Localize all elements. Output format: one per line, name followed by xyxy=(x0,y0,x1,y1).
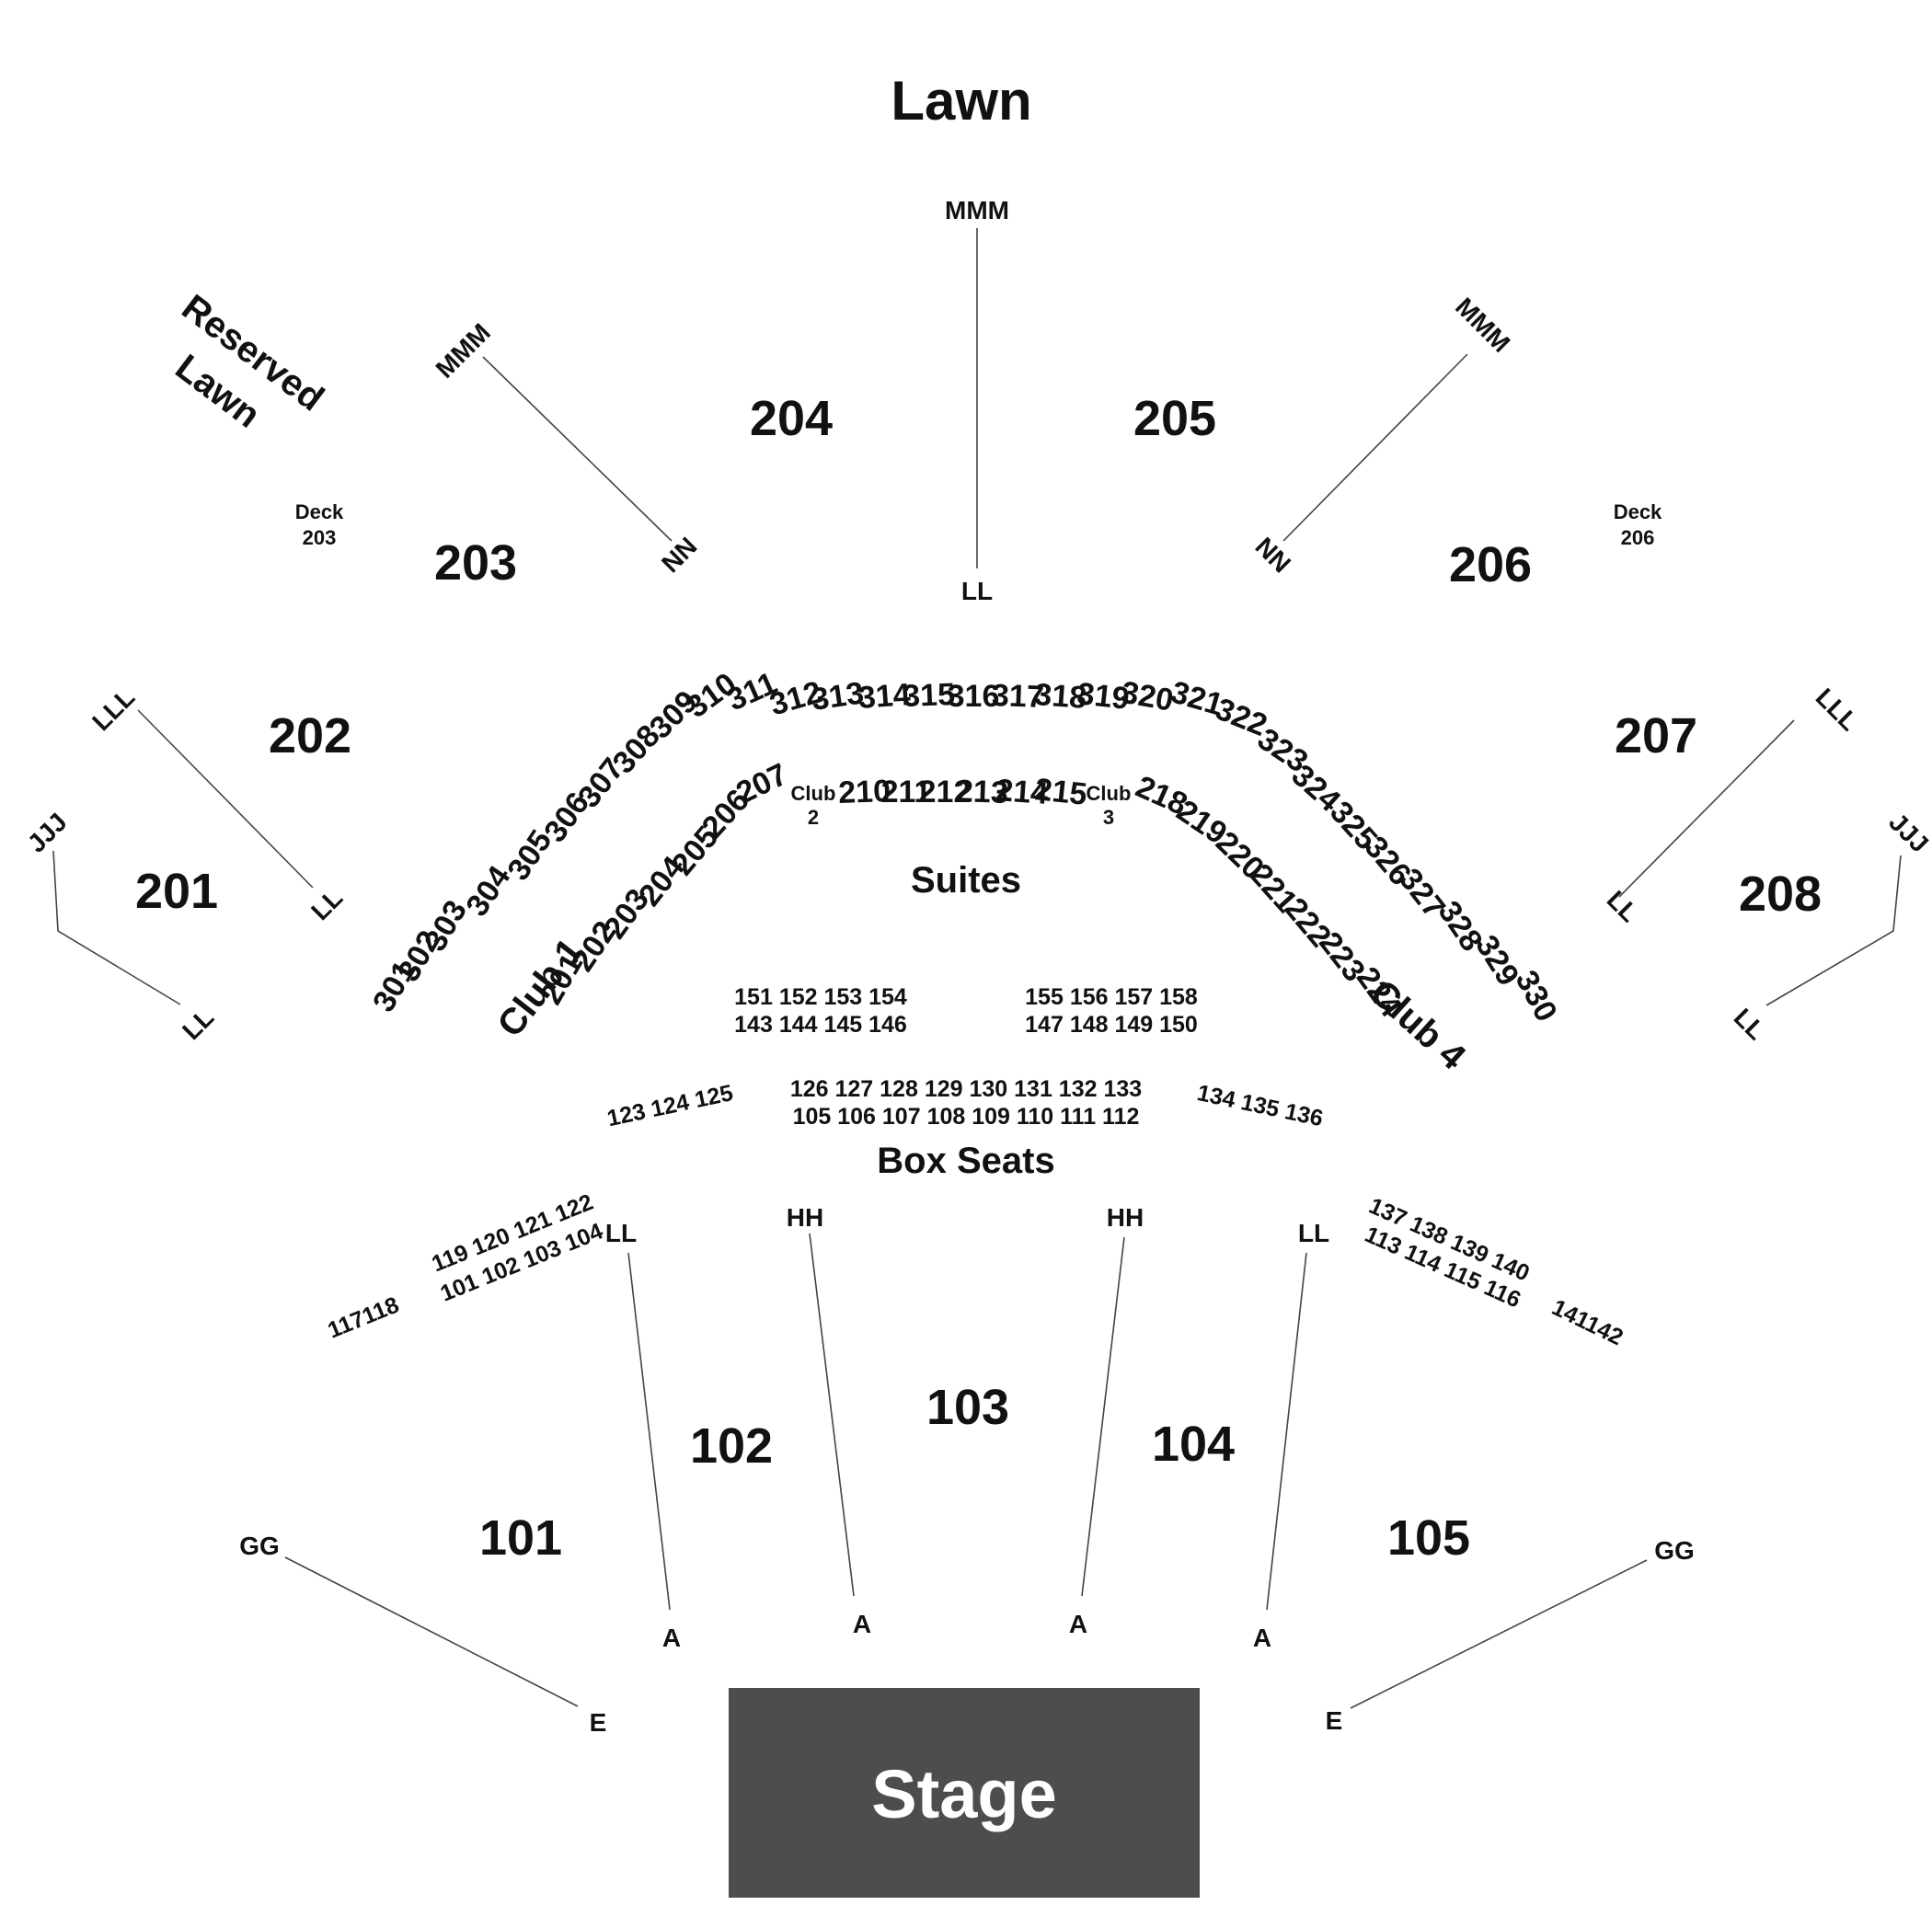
aisle-line-jjj-right xyxy=(1765,855,1902,1006)
row-jjj-right: JJJ xyxy=(1883,808,1932,858)
row-a-4: A xyxy=(1253,1624,1271,1652)
row-gg-left: GG xyxy=(239,1532,280,1560)
row-a-2: A xyxy=(853,1610,871,1638)
deck-203-label: Deck xyxy=(295,500,344,523)
suite-inner-213[interactable]: 213 xyxy=(955,774,1008,810)
section-201[interactable]: 201 xyxy=(135,864,218,919)
aisle-line-box-ll-left xyxy=(627,1252,671,1611)
section-207[interactable]: 207 xyxy=(1615,708,1697,763)
box-row-mid-right: 134 135 136 xyxy=(1195,1080,1326,1131)
box-row-right-c: 141142 xyxy=(1547,1294,1627,1350)
club-2-number: 2 xyxy=(808,806,819,829)
section-104[interactable]: 104 xyxy=(1152,1417,1235,1472)
suite-inner-215[interactable]: 215 xyxy=(1033,772,1088,812)
row-ll-center: LL xyxy=(961,577,993,605)
box-row-mid-center-bottom: 105 106 107 108 109 110 111 112 xyxy=(793,1104,1140,1130)
suite-outer-318[interactable]: 318 xyxy=(1033,677,1087,716)
suite-outer-313[interactable]: 313 xyxy=(810,675,866,717)
aisle-lines xyxy=(52,228,1902,1709)
aisle-line-upper-right xyxy=(1282,353,1468,542)
row-mmm-center: MMM xyxy=(945,196,1009,224)
club-2-label[interactable]: Club xyxy=(791,782,836,805)
row-ll-right-upper: LL xyxy=(1602,885,1644,927)
section-101[interactable]: 101 xyxy=(479,1510,562,1566)
box-row-upper-left-top: 151 152 153 154 xyxy=(734,984,907,1010)
section-203[interactable]: 203 xyxy=(434,535,517,591)
aisle-line-jjj-left xyxy=(52,850,181,1005)
deck-203-number: 203 xyxy=(303,526,337,549)
box-row-upper-left-bottom: 143 144 145 146 xyxy=(734,1012,907,1038)
deck-206-label: Deck xyxy=(1614,500,1662,523)
stage xyxy=(729,1688,1200,1898)
row-nn-right: NN xyxy=(1249,532,1296,579)
suite-inner-210[interactable]: 210 xyxy=(838,774,891,810)
suites-title: Suites xyxy=(911,860,1021,901)
box-row-upper-right-top: 155 156 157 158 xyxy=(1025,984,1198,1010)
suite-inner-212[interactable]: 212 xyxy=(919,775,972,809)
row-lll-left: LLL xyxy=(86,683,140,736)
aisle-line-gg-right xyxy=(1350,1559,1648,1709)
row-mmm-left: MMM xyxy=(431,318,496,384)
section-204[interactable]: 204 xyxy=(750,391,833,446)
aisle-line-lll-right xyxy=(1618,719,1795,898)
suite-outer-319[interactable]: 319 xyxy=(1075,676,1131,717)
suite-outer-317[interactable]: 317 xyxy=(991,678,1044,715)
section-206[interactable]: 206 xyxy=(1449,537,1532,592)
suite-outer-315[interactable]: 315 xyxy=(903,677,956,714)
row-ll-left-upper: LL xyxy=(305,883,348,925)
suite-outer-314[interactable]: 314 xyxy=(857,677,912,716)
club-3-number: 3 xyxy=(1103,806,1114,829)
row-a-1: A xyxy=(662,1624,681,1652)
row-gg-right: GG xyxy=(1654,1536,1695,1565)
row-ll-left-lower: LL xyxy=(177,1003,219,1045)
section-208[interactable]: 208 xyxy=(1739,867,1822,922)
row-e-left: E xyxy=(590,1708,607,1737)
box-row-left-c: 117118 xyxy=(324,1291,402,1343)
suite-inner-211[interactable]: 211 xyxy=(881,775,932,809)
box-row-mid-left: 123 124 125 xyxy=(604,1080,735,1131)
row-hh-left: HH xyxy=(787,1203,823,1232)
box-row-upper-right-bottom: 147 148 149 150 xyxy=(1025,1012,1198,1038)
stage-label: Stage xyxy=(871,1756,1057,1832)
section-103[interactable]: 103 xyxy=(926,1380,1009,1435)
section-105[interactable]: 105 xyxy=(1387,1510,1470,1566)
section-102[interactable]: 102 xyxy=(690,1418,773,1474)
row-mmm-right: MMM xyxy=(1450,293,1515,358)
aisle-line-box-hh-right xyxy=(1081,1236,1125,1597)
row-hh-right: HH xyxy=(1107,1203,1144,1232)
section-202[interactable]: 202 xyxy=(269,708,351,763)
row-ll-right-lower: LL xyxy=(1729,1003,1771,1045)
row-jjj-left: JJJ xyxy=(22,808,73,858)
aisle-line-box-ll-right xyxy=(1266,1252,1307,1611)
box-seats-title: Box Seats xyxy=(877,1141,1054,1181)
aisle-line-box-hh-left xyxy=(809,1233,855,1597)
aisle-line-upper-left xyxy=(482,356,673,542)
aisle-line-lll-left xyxy=(137,709,314,889)
suite-inner-214[interactable]: 214 xyxy=(995,773,1049,811)
aisle-line-gg-left xyxy=(284,1556,579,1707)
lawn-title: Lawn xyxy=(891,70,1031,132)
deck-206-number: 206 xyxy=(1621,526,1655,549)
row-ll-box-left: LL xyxy=(605,1219,637,1247)
club-3-label[interactable]: Club xyxy=(1087,782,1132,805)
row-a-3: A xyxy=(1069,1610,1087,1638)
row-ll-box-right: LL xyxy=(1298,1219,1329,1247)
suite-outer-316[interactable]: 316 xyxy=(948,679,1000,714)
row-lll-right: LLL xyxy=(1811,683,1864,736)
section-205[interactable]: 205 xyxy=(1133,391,1216,446)
row-nn-left: NN xyxy=(656,532,703,579)
box-row-mid-center-top: 126 127 128 129 130 131 132 133 xyxy=(790,1076,1142,1102)
row-e-right: E xyxy=(1326,1706,1343,1735)
